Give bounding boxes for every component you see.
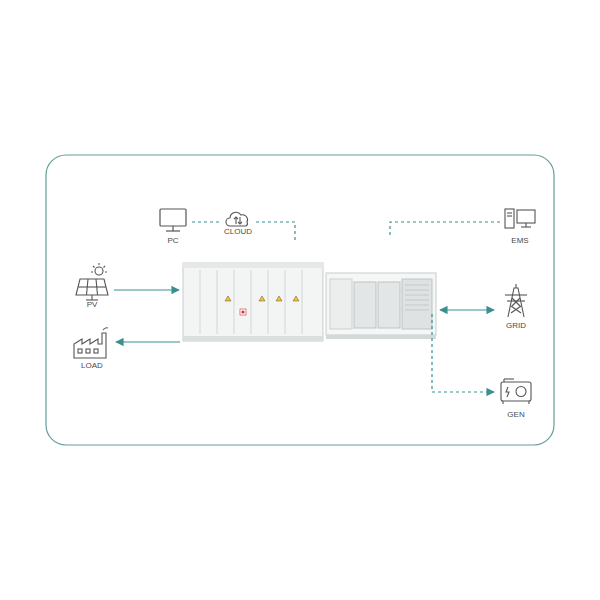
icon-label: GRID: [497, 321, 535, 330]
dashed-connector: [192, 221, 221, 222]
cloud-link: [256, 222, 295, 240]
pcs-container: [326, 273, 436, 339]
gen-arrow: [432, 314, 494, 392]
pv-node: PV: [70, 262, 114, 309]
grid-arrow: [440, 309, 494, 310]
pv-arrow: [114, 289, 179, 290]
pv-icon: [76, 263, 108, 300]
ems-node: EMS: [502, 206, 538, 245]
grid-node: GRID: [497, 282, 535, 330]
grid-tower-icon: [505, 284, 527, 317]
factory-icon: [74, 328, 108, 358]
icon-label: CLOUD: [222, 227, 254, 236]
icon-label: PC: [155, 236, 191, 245]
gen-node: GEN: [497, 376, 535, 419]
ems-icon: [505, 209, 535, 228]
flow-wires: [114, 222, 500, 392]
generator-icon: [501, 379, 531, 404]
load-arrow: [116, 341, 180, 342]
icon-label: GEN: [497, 410, 535, 419]
frame: [46, 155, 554, 445]
battery-container: [183, 263, 323, 341]
icon-label: PV: [70, 300, 114, 309]
load-node: LOAD: [70, 328, 114, 370]
pc-node: PC: [155, 206, 191, 245]
icon-label: EMS: [502, 236, 538, 245]
icon-label: LOAD: [70, 361, 114, 370]
cloud-node: CLOUD: [222, 210, 254, 236]
cloud-icon: [226, 212, 248, 226]
ems-link: [390, 222, 500, 237]
pc-icon: [160, 209, 186, 231]
